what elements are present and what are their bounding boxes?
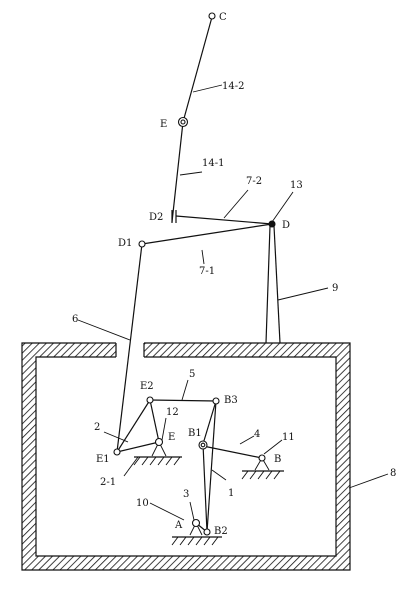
label-10: 10 — [136, 498, 149, 509]
joints — [113, 12, 276, 536]
leader-lines — [77, 84, 389, 521]
rod-9 — [265, 225, 281, 344]
label-14-1: 14-1 — [202, 158, 224, 169]
rod-14-1 — [171, 121, 184, 223]
label-b: B — [274, 454, 281, 465]
ground-support-11 — [241, 457, 284, 480]
joint-e2 — [146, 396, 154, 404]
label-b2: B2 — [214, 526, 228, 537]
label-7-1: 7-1 — [199, 266, 215, 277]
label-d1: D1 — [118, 238, 132, 249]
label-2: 2 — [94, 422, 100, 433]
label-e-low: E — [168, 432, 175, 443]
label-4: 4 — [254, 429, 260, 440]
link-5 — [149, 399, 217, 402]
joint-d1 — [138, 240, 146, 248]
label-d: D — [282, 220, 290, 231]
label-9: 9 — [332, 283, 338, 294]
label-e1: E1 — [96, 454, 110, 465]
housing-frame — [21, 342, 351, 571]
linkage-2 — [116, 399, 160, 453]
label-11: 11 — [282, 432, 295, 443]
joint-e-low — [154, 437, 164, 447]
label-7-2: 7-2 — [246, 176, 262, 187]
ground-support-12 — [133, 441, 182, 466]
label-1: 1 — [228, 488, 234, 499]
joint-d — [268, 220, 276, 228]
joint-b2 — [203, 528, 211, 536]
label-c: C — [219, 12, 227, 23]
joint-e1 — [113, 448, 121, 456]
label-e-top: E — [160, 119, 167, 130]
label-b3: B3 — [224, 395, 238, 406]
joint-b3 — [212, 397, 220, 405]
label-d2: D2 — [149, 212, 163, 223]
label-3: 3 — [183, 489, 189, 500]
joint-a — [191, 518, 201, 528]
link-7-1 — [141, 223, 273, 245]
label-12: 12 — [166, 407, 179, 418]
label-e2: E2 — [140, 381, 154, 392]
label-b1: B1 — [188, 428, 202, 439]
link-7-2 — [175, 215, 273, 225]
label-2-1: 2-1 — [100, 477, 116, 488]
label-8: 8 — [390, 468, 396, 479]
label-13: 13 — [290, 180, 303, 191]
rod-14-2 — [182, 16, 213, 123]
joint-b — [258, 454, 266, 462]
labels: C 14-2 E 14-1 7-2 13 D2 D D1 7-1 9 6 5 E… — [72, 12, 396, 537]
label-6: 6 — [72, 314, 78, 325]
link-4 — [202, 445, 263, 459]
joint-c — [208, 12, 216, 20]
label-5: 5 — [189, 369, 195, 380]
label-14-2: 14-2 — [222, 81, 244, 92]
label-a: A — [174, 520, 183, 531]
link-6 — [116, 243, 143, 453]
link-1 — [202, 400, 217, 533]
